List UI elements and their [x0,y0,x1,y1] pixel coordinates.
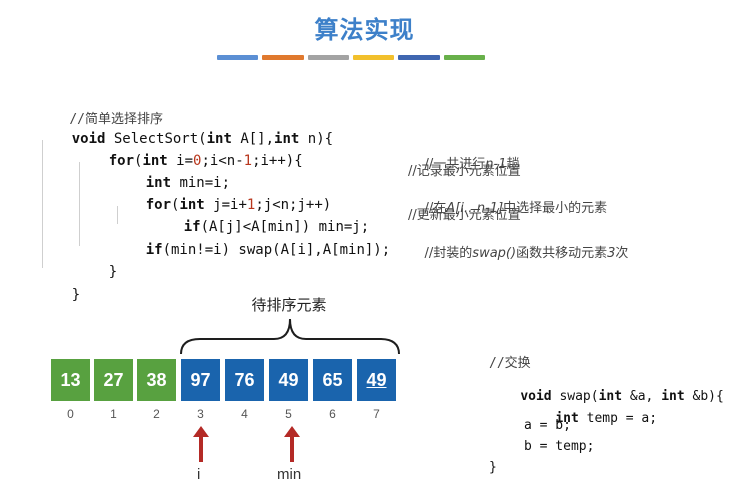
code-comment: //一共进行n-1趟 [424,157,520,172]
code-line: b = temp; [524,439,595,454]
array-index: 3 [197,407,204,421]
indent-guide [79,162,80,246]
code-comment: //封装的swap()函数共移动元素3次 [424,246,629,261]
code-line: void swap(int &a, int &b){ [520,389,724,404]
array-index: 5 [285,407,292,421]
color-stripe [217,55,485,63]
array-cell: 76 [225,359,264,401]
array-index: 1 [110,407,117,421]
array-index: 2 [153,407,160,421]
stripe-segment-4 [352,55,395,60]
indent-guide [117,206,118,224]
stripe-segment-5 [398,55,440,60]
pointer-min-label: min [277,466,302,483]
code-line: if(min!=i) swap(A[i],A[min]); [145,242,391,258]
array-cell: 97 [181,359,220,401]
code-line: void SelectSort(int A[],int n){ [71,131,334,147]
pointer-min-arrow-icon [284,426,300,462]
code-line: if(A[j]<A[min]) min=j; [183,219,370,235]
array-cell: 49 [269,359,308,401]
array-cell: 27 [94,359,133,401]
code-line: } [489,460,497,475]
code-comment: //更新最小元素位置 [408,208,521,223]
array-index: 6 [329,407,336,421]
code-line: for(int j=i+1;j<n;j++) [145,197,332,213]
stripe-segment-1 [217,55,259,60]
stripe-segment-2 [262,55,304,60]
pointer-i-label: i [197,466,201,483]
stripe-segment-6 [443,55,485,60]
code-line: a = b; [524,418,571,433]
code-line: //简单选择排序 [69,112,163,127]
array-cell: 65 [313,359,352,401]
code-comment: //记录最小元素位置 [408,164,521,179]
stripe-segment-3 [307,55,349,60]
code-line: for(int i=0;i<n-1;i++){ [108,153,303,169]
code-line: } [71,287,81,303]
pointer-i-arrow-icon [193,426,209,462]
array-index: 4 [241,407,248,421]
indent-guide [42,140,43,268]
slide-title: 算法实现 [314,16,415,44]
code-line: //交换 [489,356,531,371]
array-index: 7 [373,407,380,421]
code-line: } [108,264,118,280]
code-line: int min=i; [145,175,231,191]
array-cell: 49 [357,359,396,401]
code-line: int temp = a; [555,411,658,426]
array-cell: 38 [137,359,176,401]
array-index: 0 [67,407,74,421]
curly-brace [180,318,400,355]
unsorted-brace-label: 待排序元素 [251,296,327,314]
code-comment: //在A[i…n-1]中选择最小的元素 [424,201,608,216]
array-cell: 13 [51,359,90,401]
